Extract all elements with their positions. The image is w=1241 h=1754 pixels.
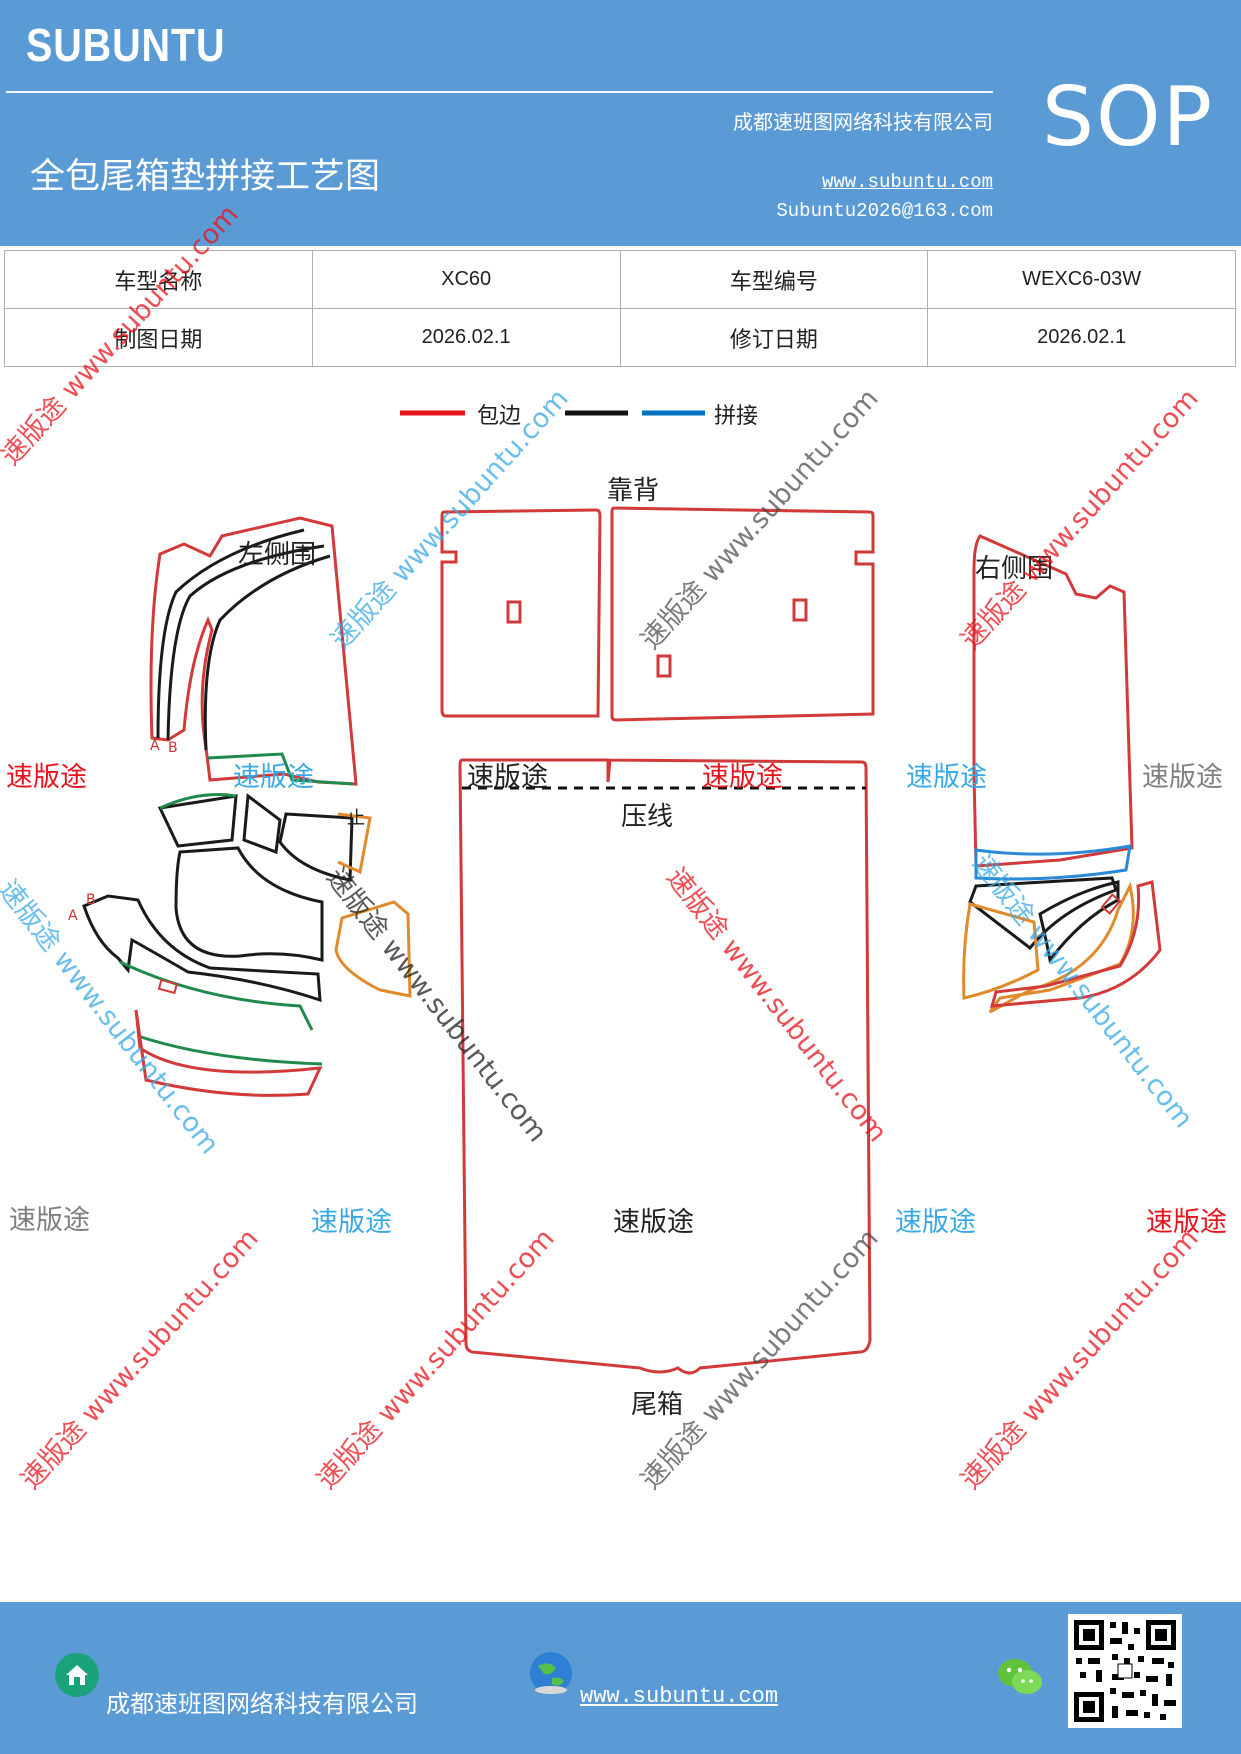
company-name: 成都速班图网络科技有限公司	[733, 110, 993, 134]
mark-b: B	[86, 892, 96, 908]
right-side-lower	[989, 880, 1162, 1008]
qr-code	[1068, 1614, 1182, 1728]
watermark-text: 速版途	[1142, 762, 1223, 793]
watermark-text: 速版途	[9, 1205, 90, 1236]
model-code-label: 车型编号	[619, 250, 929, 309]
table-row: 车型名称 XC60 车型编号 WEXC6-03W	[4, 250, 1236, 309]
model-name-value: XC60	[311, 250, 621, 309]
wechat-icon[interactable]	[996, 1656, 1044, 1698]
backrest-label: 靠背	[607, 476, 660, 506]
backrest-right-panel	[610, 506, 875, 722]
mark-a: A	[150, 738, 160, 754]
left-side-green-3	[119, 960, 314, 1031]
watermark-text: 速版途	[1146, 1207, 1227, 1238]
left-side-inner-2	[166, 544, 325, 741]
info-table: 车型名称 XC60 车型编号 WEXC6-03W 制图日期 2026.02.1 …	[4, 250, 1236, 367]
right-side-slot	[1100, 893, 1122, 915]
left-side-mid-1	[157, 794, 238, 848]
model-name-label: 车型名称	[4, 250, 313, 309]
document-title: 全包尾箱垫拼接工艺图	[30, 157, 381, 197]
left-side-label: 左侧围	[238, 540, 317, 570]
qr-code-pattern	[1074, 1620, 1176, 1722]
pattern-drawing	[82, 410, 1162, 1375]
email-address: Subuntu2026@163.com	[776, 200, 993, 222]
draw-date-value: 2026.02.1	[311, 308, 621, 367]
watermark-text: 速版途	[906, 762, 987, 793]
left-side-orange	[337, 812, 372, 875]
website-link[interactable]: www.subuntu.com	[821, 171, 993, 193]
backrest-right-slot	[792, 598, 808, 622]
mark-a: A	[68, 908, 78, 924]
mark-b: B	[168, 740, 178, 756]
watermark-text: 速版途	[613, 1207, 694, 1238]
table-row: 制图日期 2026.02.1 修订日期 2026.02.1	[4, 308, 1236, 367]
watermark-text: 速版途	[702, 762, 783, 793]
left-side-mid-2	[242, 793, 282, 855]
left-side-green-4	[137, 1034, 323, 1066]
model-code-value: WEXC6-03W	[927, 250, 1236, 309]
left-side-lower	[82, 894, 322, 1003]
right-side-orange	[962, 902, 1040, 1000]
backrest-right-slot-2	[656, 654, 672, 678]
header-banner: SUBUNTU 成都速班图网络科技有限公司 全包尾箱垫拼接工艺图 www.sub…	[0, 0, 1241, 246]
revise-date-label: 修订日期	[619, 308, 929, 367]
sop-badge: SOP	[1042, 70, 1215, 165]
right-side-blue	[974, 844, 1132, 881]
left-side-slot	[157, 978, 178, 995]
brand-logo: SUBUNTU	[26, 19, 226, 71]
watermark-text: 速版途	[895, 1207, 976, 1238]
watermark-text: 速版途	[6, 762, 87, 793]
backrest-left-slot	[506, 600, 522, 624]
left-side-orange-2	[334, 900, 412, 998]
left-side-upper	[149, 516, 358, 786]
legend-splice-label: 拼接	[714, 404, 759, 429]
mark-stop: 止	[347, 808, 365, 829]
trunk-label: 尾箱	[631, 1390, 684, 1420]
left-side-mid-3	[278, 812, 354, 882]
right-side-upper	[972, 534, 1134, 868]
splice-diagram: 包边 拼接 靠背 左侧围 右侧围 压线 尾箱 A B A B 止 速版途 速版途…	[0, 199, 1241, 1600]
revise-date-value: 2026.02.1	[927, 308, 1236, 367]
header-divider	[6, 91, 993, 93]
left-side-green-2	[159, 793, 237, 810]
left-side-inner-3	[203, 554, 331, 751]
watermark-text: 速版途	[311, 1207, 392, 1238]
left-side-green-1	[207, 752, 355, 786]
footer-banner: 成都速班图网络科技有限公司 www.subuntu.com	[0, 1602, 1241, 1754]
right-side-label: 右侧围	[975, 554, 1054, 584]
right-side-orange-2	[988, 881, 1135, 1014]
left-side-inner-1	[156, 528, 305, 739]
trunk-floor	[458, 758, 872, 1375]
globe-icon	[530, 1652, 572, 1694]
watermark-text: 速版途	[467, 762, 548, 793]
home-icon	[55, 1653, 99, 1697]
press-line-label: 压线	[621, 802, 674, 832]
backrest-left-panel	[440, 508, 602, 718]
draw-date-label: 制图日期	[4, 308, 313, 367]
footer-website-link[interactable]: www.subuntu.com	[580, 1684, 779, 1709]
legend-edge-label: 包边	[477, 404, 522, 429]
watermark-text: 速版途	[233, 762, 314, 793]
left-side-bottom	[134, 1009, 323, 1097]
footer-company: 成都速班图网络科技有限公司	[106, 1690, 418, 1718]
right-side-mid	[968, 876, 1118, 951]
left-side-big	[174, 846, 324, 962]
